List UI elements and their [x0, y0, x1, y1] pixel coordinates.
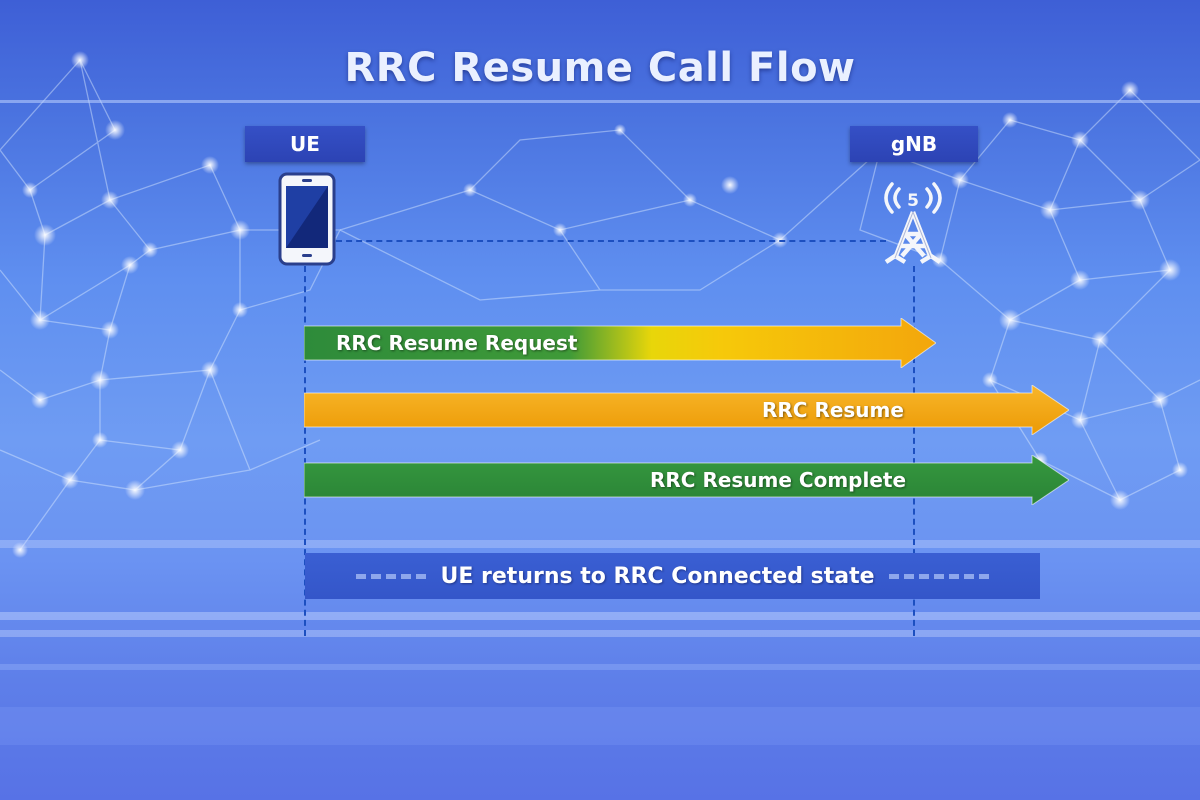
message-label: RRC Resume: [762, 398, 904, 422]
decorative-band: [0, 612, 1200, 620]
tower-5g-text: 5: [907, 191, 919, 211]
diagram-title: RRC Resume Call Flow: [344, 45, 856, 91]
gnb-lifeline: [913, 266, 915, 636]
entity-gnb-label: gNB: [850, 126, 978, 162]
smartphone-icon: [278, 172, 336, 266]
state-banner-text: UE returns to RRC Connected state: [440, 563, 875, 589]
entity-ue-label: UE: [245, 126, 365, 162]
decorative-band: [0, 540, 1200, 548]
message-label: RRC Resume Complete: [650, 468, 907, 492]
message-rrc-resume: RRC Resume: [304, 385, 1069, 435]
decorative-band: [0, 630, 1200, 637]
state-banner: UE returns to RRC Connected state: [305, 553, 1040, 599]
arrow-right-icon: [304, 455, 1069, 505]
decorative-band: [0, 707, 1200, 745]
message-label: RRC Resume Request: [336, 331, 578, 355]
message-rrc-resume-request: RRC Resume Request: [304, 318, 936, 368]
dash-decoration: [356, 573, 427, 579]
dash-decoration: [888, 573, 989, 579]
ue-gnb-connection-line: [336, 240, 886, 242]
arrow-right-icon: [304, 318, 936, 368]
decorative-band: [0, 664, 1200, 670]
5g-tower-icon: 5: [884, 182, 942, 264]
message-rrc-resume-complete: RRC Resume Complete: [304, 455, 1069, 505]
arrow-right-icon: [304, 385, 1069, 435]
title-divider: [0, 100, 1200, 103]
ue-lifeline: [304, 266, 306, 636]
